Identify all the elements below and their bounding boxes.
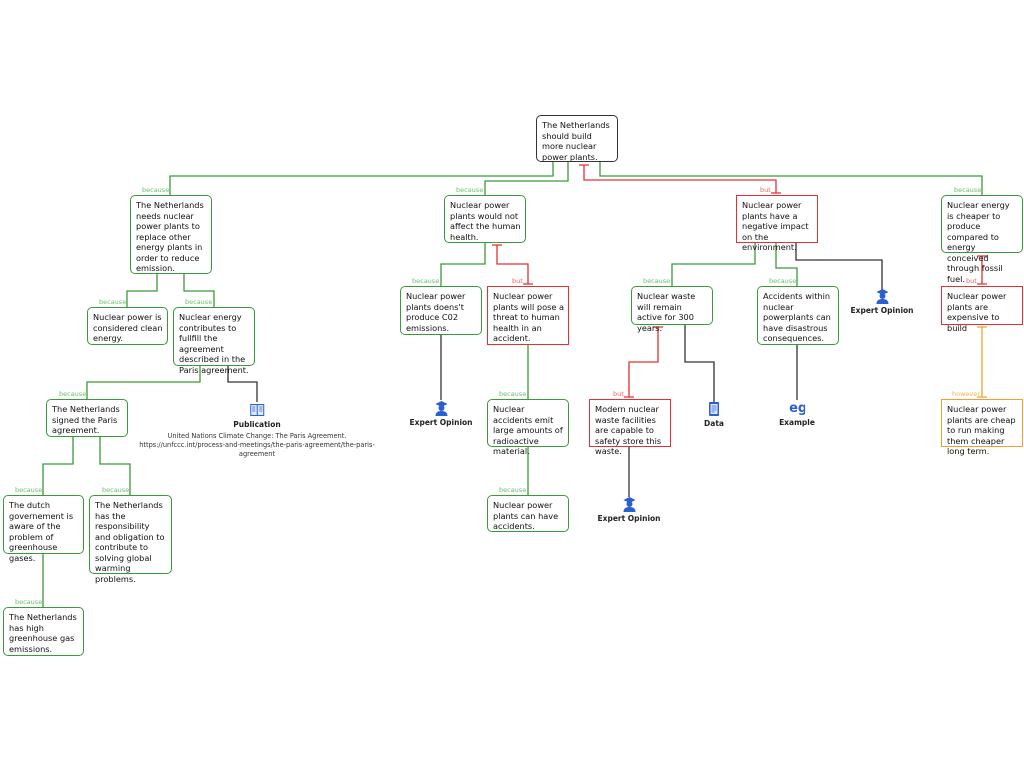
reason-node[interactable]: Nuclear power plants would not affect th… xyxy=(444,195,526,243)
reason-node[interactable]: Nuclear accidents emit large amounts of … xyxy=(487,399,569,456)
main-claim-node[interactable]: The Netherlands should build more nuclea… xyxy=(536,115,618,162)
reason-node[interactable]: Accidents within nuclear powerplants can… xyxy=(757,286,839,345)
reason-node[interactable]: The dutch governement is aware of the pr… xyxy=(3,495,84,563)
because-label: because xyxy=(15,486,43,494)
evidence-label: Expert Opinion xyxy=(597,514,661,523)
evidence-label: Expert Opinion xyxy=(409,418,473,427)
reason-node[interactable]: The Netherlands has the responsibility a… xyxy=(89,495,172,584)
because-label: because xyxy=(102,486,130,494)
objection-node[interactable]: Nuclear power plants have a negative imp… xyxy=(736,195,818,252)
but-label: but xyxy=(966,277,977,285)
publication-evidence[interactable]: Publication xyxy=(233,402,281,429)
evidence-label: Publication xyxy=(233,420,281,429)
expert-opinion-evidence[interactable]: Expert Opinion xyxy=(597,496,661,523)
evidence-label: Expert Opinion xyxy=(850,306,914,315)
however-label: however xyxy=(952,390,980,398)
because-label: because xyxy=(499,390,527,398)
expert-opinion-icon xyxy=(623,497,635,512)
because-label: because xyxy=(185,298,213,306)
evidence-label: Data xyxy=(704,419,724,428)
rebuttal-node[interactable]: Nuclear power plants are cheap to run ma… xyxy=(941,399,1023,456)
but-label: but xyxy=(613,390,624,398)
expert-opinion-evidence[interactable]: Expert Opinion xyxy=(409,400,473,427)
but-label: but xyxy=(760,186,771,194)
reason-node[interactable]: Nuclear power is considered clean energy… xyxy=(87,307,168,345)
because-label: because xyxy=(99,298,127,306)
example-evidence[interactable]: eg Example xyxy=(779,400,815,427)
because-label: because xyxy=(954,186,982,194)
because-label: because xyxy=(456,186,484,194)
reason-node[interactable]: The Netherlands has high greenhouse gas … xyxy=(3,607,84,656)
reason-node[interactable]: Nuclear energy contributes to fullfill t… xyxy=(173,307,255,375)
objection-node[interactable]: Nuclear power plants are expensive to bu… xyxy=(941,286,1023,333)
but-label: but xyxy=(512,277,523,285)
because-label: because xyxy=(15,598,43,606)
example-eg-icon: eg xyxy=(789,401,805,416)
objection-node[interactable]: Modern nuclear waste facilities are capa… xyxy=(589,399,671,456)
reason-node[interactable]: The Netherlands signed the Paris agreeme… xyxy=(46,399,128,437)
because-label: because xyxy=(499,486,527,494)
data-evidence[interactable]: Data xyxy=(704,401,724,428)
expert-opinion-icon xyxy=(876,289,888,304)
data-sheet-icon xyxy=(709,402,719,416)
reason-node[interactable]: The Netherlands needs nuclear power plan… xyxy=(130,195,212,274)
reason-node[interactable]: Nuclear energy is cheaper to produce com… xyxy=(941,195,1023,284)
because-label: because xyxy=(142,186,170,194)
because-label: because xyxy=(59,390,87,398)
expert-opinion-evidence[interactable]: Expert Opinion xyxy=(850,288,914,315)
reason-node[interactable]: Nuclear power plants doens't produce C02… xyxy=(400,286,482,335)
objection-node[interactable]: Nuclear power plants will pose a threat … xyxy=(487,286,569,345)
because-label: because xyxy=(769,277,797,285)
publication-citation: United Nations Climate Change: The Paris… xyxy=(139,432,375,458)
reason-node[interactable]: Nuclear waste will remain active for 300… xyxy=(631,286,713,333)
because-label: because xyxy=(643,277,671,285)
expert-opinion-icon xyxy=(435,401,447,416)
because-label: because xyxy=(412,277,440,285)
evidence-label: Example xyxy=(779,418,815,427)
reason-node[interactable]: Nuclear power plants can have accidents. xyxy=(487,495,569,532)
svg-text:eg: eg xyxy=(789,401,805,416)
book-icon xyxy=(249,404,264,416)
